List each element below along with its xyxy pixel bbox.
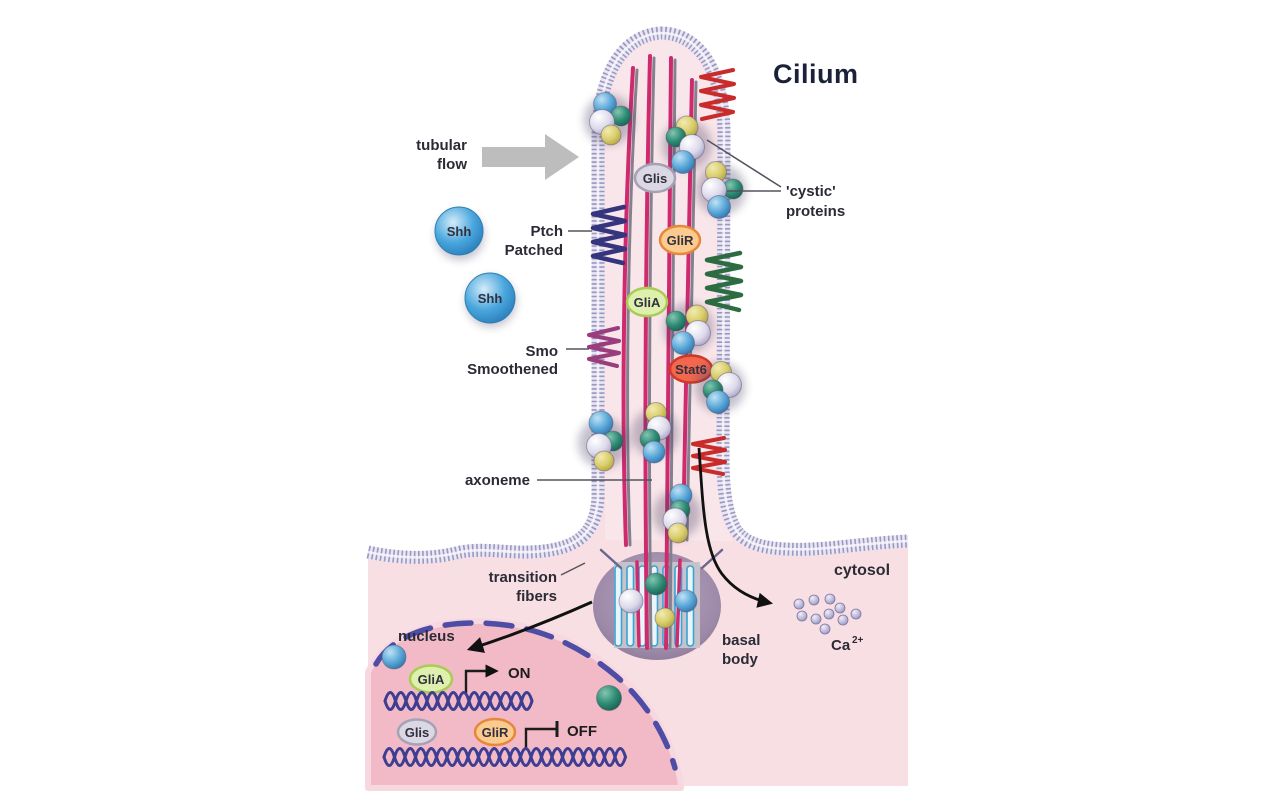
label-ptch-2: Patched (505, 242, 563, 259)
glia-label: GliA (634, 295, 661, 310)
subunit-sphere (381, 644, 407, 670)
dna-helix-off (382, 747, 627, 767)
subunit-sphere (644, 572, 668, 596)
calcium-ion (823, 608, 835, 620)
shh-ligand-2: Shh (464, 272, 516, 324)
nuclear-envelope (373, 620, 678, 771)
nucleus-region (365, 617, 684, 791)
transition-fiber-lines (599, 548, 724, 570)
calcium-ions (793, 593, 862, 635)
tubular-flow-arrow-icon (482, 134, 579, 180)
calcium-ion (810, 613, 822, 625)
glis-molecule-cilium: Glis (633, 162, 677, 194)
label-basal-2: body (722, 651, 758, 668)
label-tubular-flow-2: flow (437, 156, 467, 173)
subunit-sphere (674, 589, 698, 613)
cystic-pointer-line-1 (706, 139, 782, 188)
label-smo-2: Smoothened (467, 361, 558, 378)
label-basal-1: basal (722, 632, 760, 649)
glir-label: GliR (667, 233, 694, 248)
nuclear-import-arrow (466, 600, 593, 653)
label-transition-1: transition (489, 569, 557, 586)
subunit-sphere (618, 588, 644, 614)
glis-label: Glis (405, 725, 430, 740)
subunit-sphere (596, 685, 622, 711)
dna-helix-on (383, 691, 534, 711)
subunit-sphere (706, 390, 730, 414)
label-ptch-1: Ptch (530, 223, 563, 240)
shh-ligand-1: Shh (434, 206, 484, 256)
gene-on-label: ON (508, 665, 531, 682)
label-cystic-1: 'cystic' (786, 183, 836, 200)
label-tubular-flow-1: tubular (416, 137, 467, 154)
subunit-sphere (642, 440, 666, 464)
label-cytosol: cytosol (834, 562, 890, 579)
cystic-coil-red-top-icon (699, 68, 736, 121)
glis-label: Glis (643, 171, 668, 186)
subunit-sphere (665, 310, 687, 332)
gene-on-arrow (464, 664, 499, 693)
subunit-sphere (593, 450, 615, 472)
glir-molecule-cilium: GliR (658, 224, 702, 256)
stat6-label: Stat6 (675, 362, 707, 377)
label-smo-1: Smo (525, 343, 558, 360)
subunit-sphere (671, 331, 695, 355)
label-calcium-superscript: 2+ (852, 635, 864, 646)
plasma-membrane-midline (367, 31, 909, 559)
calcium-ion (793, 598, 805, 610)
subunit-sphere (654, 607, 676, 629)
figure-title: Cilium (773, 59, 859, 89)
calcium-ion (819, 623, 831, 635)
subunit-sphere (600, 124, 622, 146)
label-nucleus: nucleus (398, 628, 455, 645)
calcium-ion (796, 610, 808, 622)
calcium-ion (837, 614, 849, 626)
gene-off-label: OFF (567, 723, 597, 740)
cystic-coil-red-lower-icon (691, 436, 727, 476)
glis-molecule-nucleus: Glis (396, 718, 438, 746)
transition-pointer-line (560, 562, 586, 576)
subunit-sphere (667, 522, 689, 544)
calcium-ion (824, 593, 836, 605)
nucleus-contents: GliA ON Glis GliR OFF (381, 644, 627, 767)
pointer-lines (537, 139, 782, 576)
ptch-receptor-coil-icon (590, 204, 628, 266)
calcium-ion (834, 602, 846, 614)
shh-label: Shh (478, 291, 503, 306)
smo-receptor-coil-icon (587, 326, 621, 368)
calcium-release-arrow (697, 447, 774, 608)
glir-label: GliR (482, 725, 509, 740)
calcium-ion (850, 608, 862, 620)
label-cystic-2: proteins (786, 203, 845, 220)
glia-molecule-nucleus: GliA (408, 664, 454, 694)
label-calcium: Ca (831, 637, 851, 654)
glia-molecule-cilium: GliA (625, 286, 669, 318)
glir-molecule-nucleus: GliR (473, 717, 517, 747)
gene-off-inhibitor (524, 721, 559, 748)
subunit-sphere (671, 150, 695, 174)
glia-label: GliA (418, 672, 445, 687)
shh-label: Shh (447, 224, 472, 239)
subunit-sphere (707, 195, 731, 219)
label-axoneme: axoneme (465, 472, 530, 489)
basal-body-cargo (618, 572, 698, 629)
cystic-coil-green-icon (704, 250, 744, 313)
protein-clusters (586, 92, 744, 544)
label-transition-2: fibers (516, 588, 557, 605)
calcium-ion (808, 594, 820, 606)
